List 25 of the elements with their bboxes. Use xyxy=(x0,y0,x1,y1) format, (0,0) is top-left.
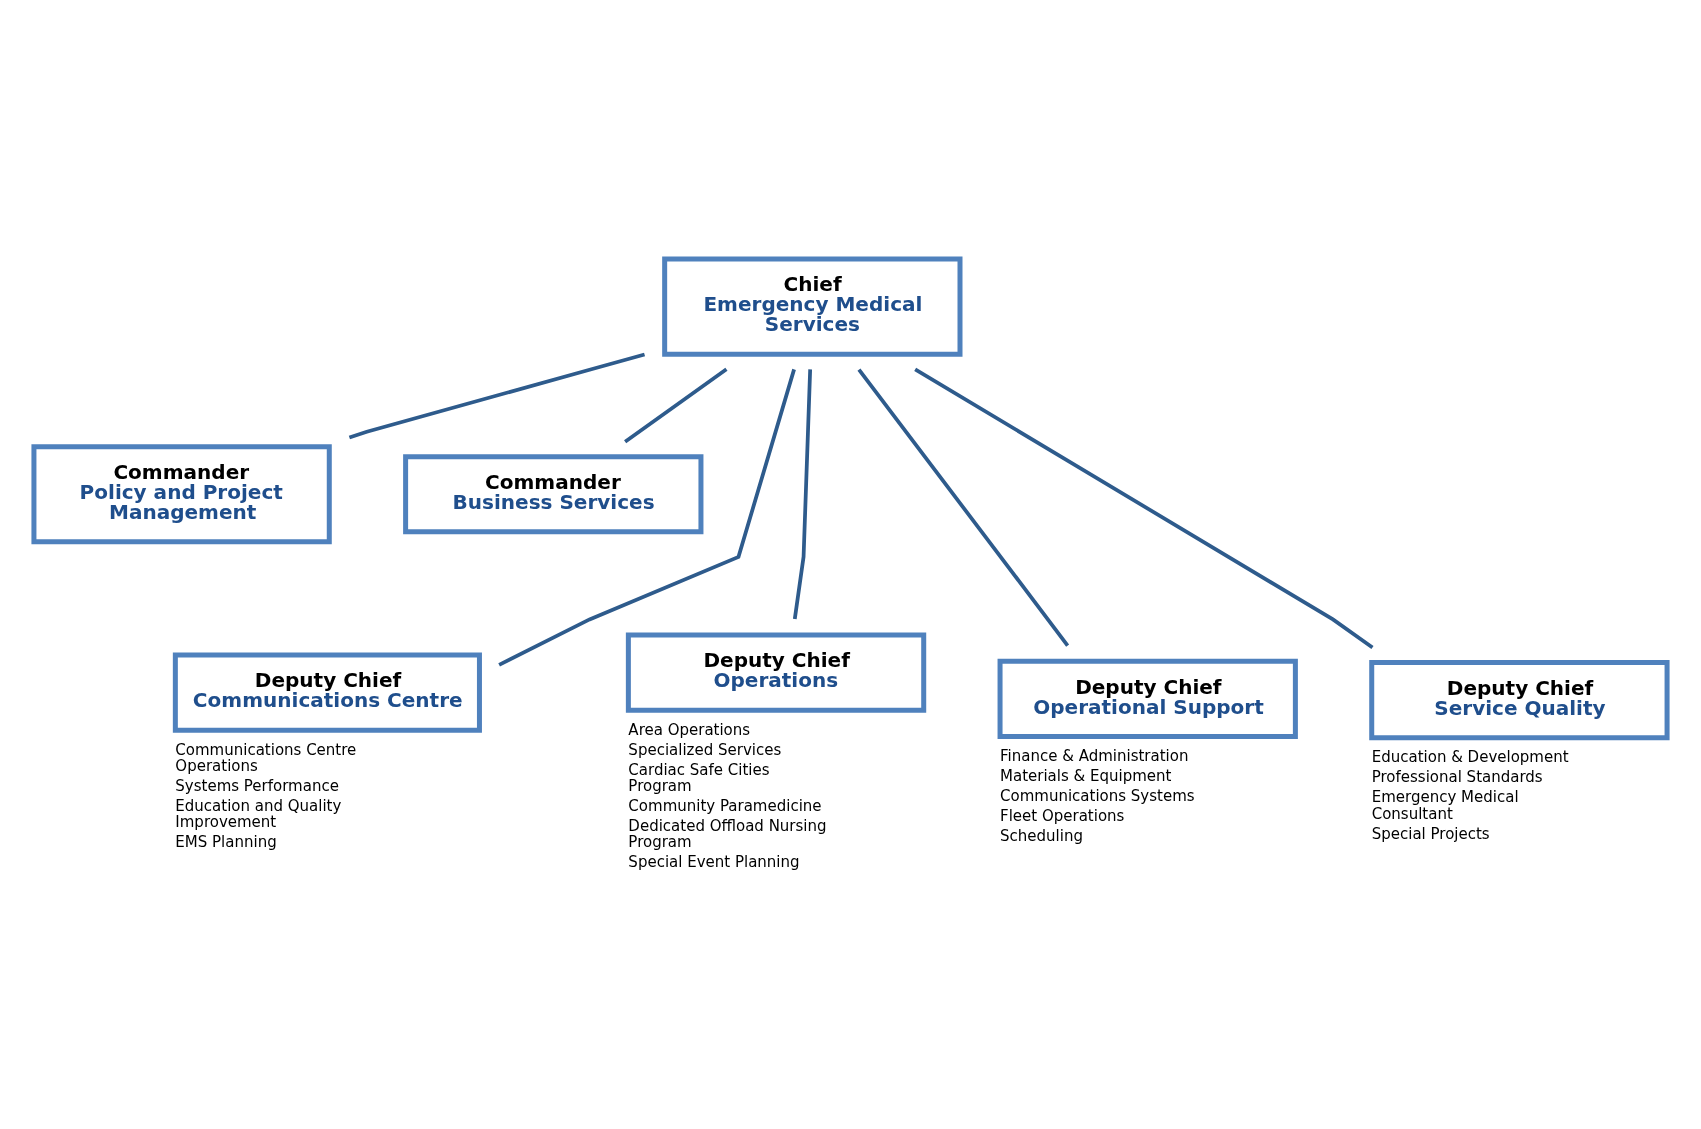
node-label: Dedicated Offload Nursing Program xyxy=(628,816,827,851)
connector xyxy=(624,367,728,443)
node-label: Special Projects xyxy=(1371,824,1490,843)
connector xyxy=(857,367,1070,647)
connector xyxy=(498,368,796,667)
node-label: Community Paramedicine xyxy=(628,796,822,815)
node-label: Communications Centre Operations xyxy=(175,740,357,775)
node-label: Specialized Services xyxy=(628,740,782,759)
node-label: Finance & Administration xyxy=(1000,746,1189,765)
node-label: EMS Planning xyxy=(175,832,277,851)
node-label: Education and Quality Improvement xyxy=(175,796,342,831)
node-label: Area Operations xyxy=(628,720,751,739)
node-label: Cardiac Safe Cities Program xyxy=(628,760,770,795)
node-label: Scheduling xyxy=(1000,826,1083,845)
connector xyxy=(348,352,646,439)
node-label: Emergency Medical Consultant xyxy=(1371,787,1519,823)
connector xyxy=(914,367,1374,649)
node-label: Systems Performance xyxy=(175,776,339,795)
node-label: Professional Standards xyxy=(1371,767,1543,786)
node-label: Materials & Equipment xyxy=(1000,766,1172,785)
connector xyxy=(792,368,813,619)
node-label: Special Event Planning xyxy=(628,852,800,871)
node-label: Education & Development xyxy=(1371,747,1569,766)
node-label: Fleet Operations xyxy=(1000,806,1125,825)
node-label: Communications Systems xyxy=(1000,786,1195,805)
